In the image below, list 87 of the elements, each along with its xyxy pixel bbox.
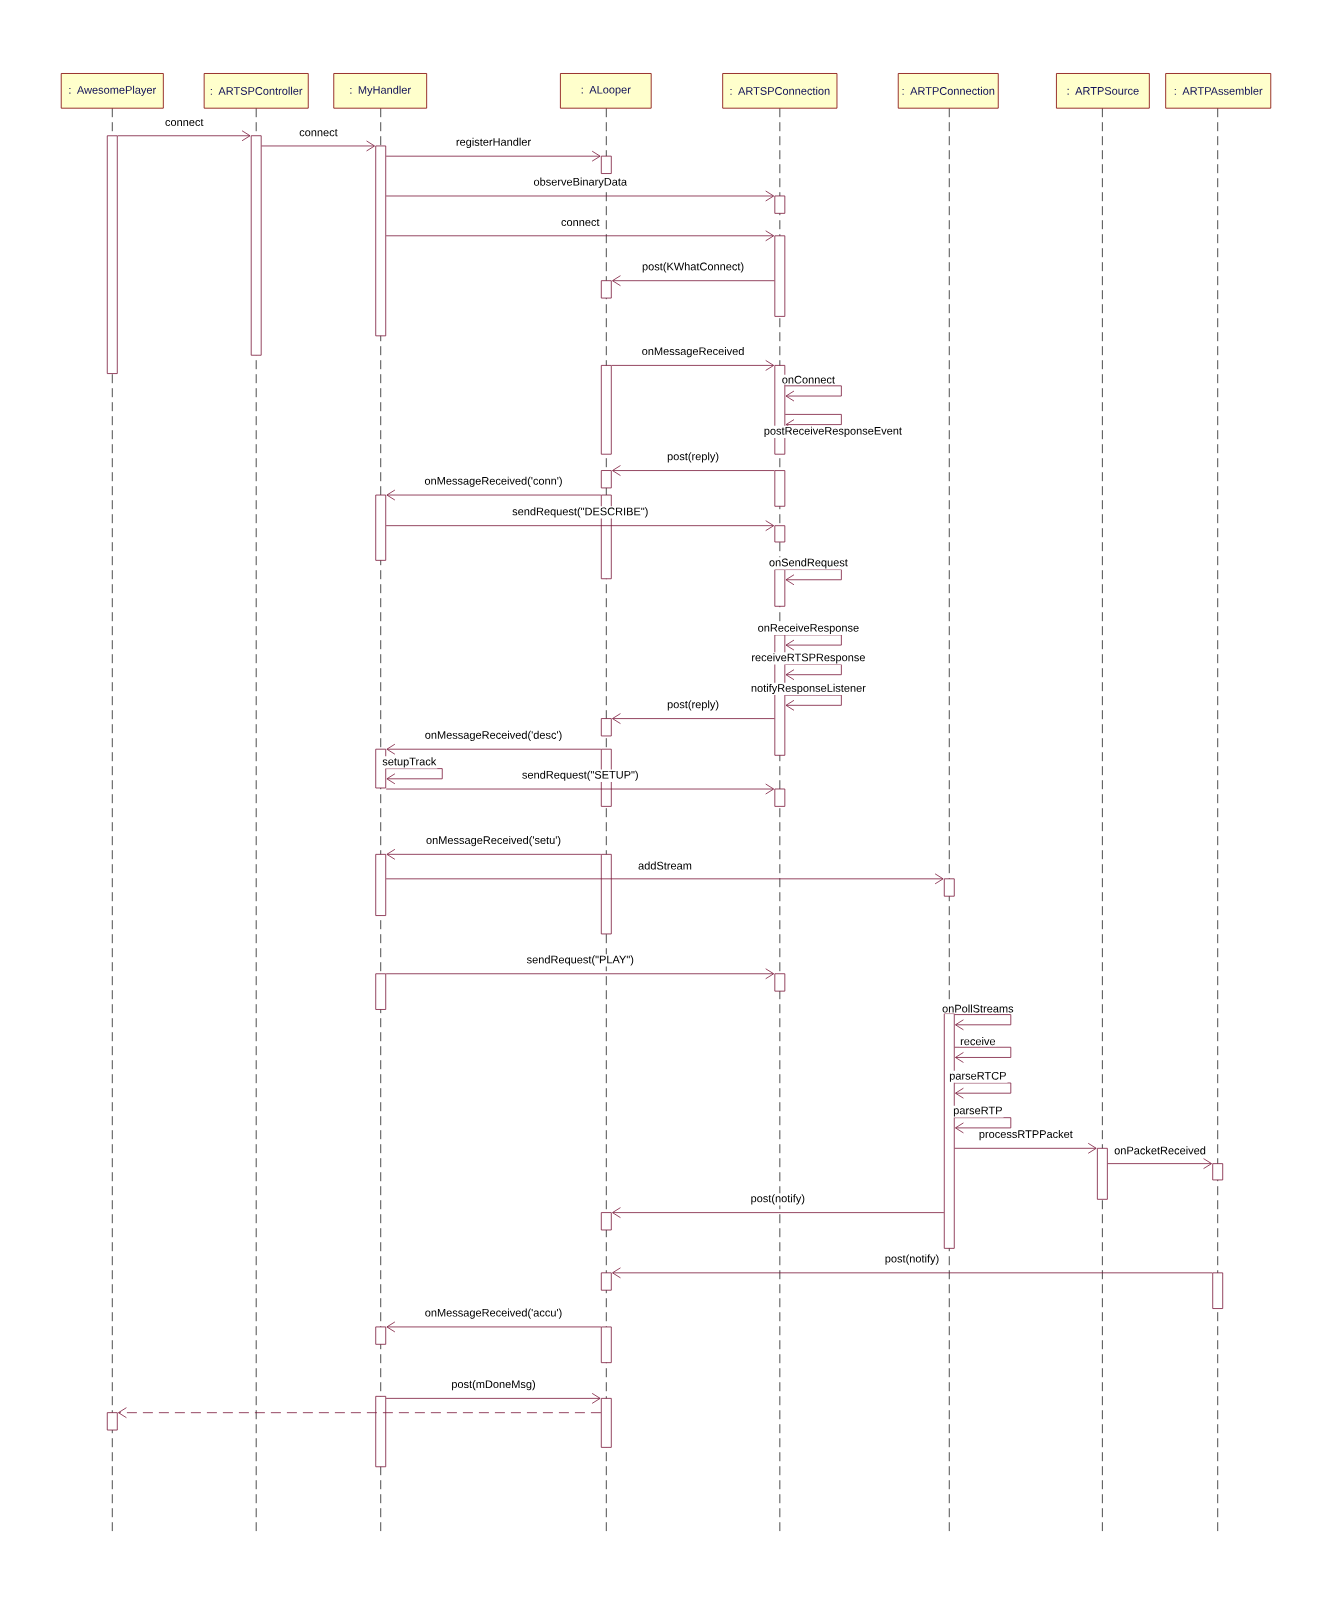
self-call-arrow (954, 1117, 1012, 1134)
activation-bar (600, 853, 612, 935)
activation-bar (600, 155, 612, 174)
activation-bar (375, 145, 387, 337)
message-label: post(reply) (666, 451, 721, 464)
message-label: post(reply) (666, 699, 721, 712)
message-label: onMessageReceived (640, 346, 746, 359)
message-arrow (386, 743, 602, 755)
message-arrow (612, 1267, 1213, 1279)
activation-bar (1212, 1163, 1224, 1181)
message-arrow (385, 150, 601, 162)
message-arrow (117, 130, 251, 142)
activation-bar (375, 494, 387, 561)
message-label: onPollStreams (941, 1003, 1015, 1014)
activation-bar (106, 135, 118, 374)
message-arrow (612, 713, 775, 724)
message-label: post(notify) (749, 1193, 806, 1206)
activation-bar (600, 1212, 612, 1231)
message-arrow (385, 230, 775, 242)
message-label: connect (560, 217, 601, 228)
message-arrow (385, 873, 944, 885)
self-call-arrow (784, 385, 842, 402)
self-call-arrow (784, 694, 842, 711)
message-arrow (611, 360, 775, 371)
activation-bar (600, 280, 612, 299)
message-label: receive (959, 1036, 997, 1047)
activation-bar (774, 569, 786, 607)
object-box: : ARTPAssembler (1165, 73, 1272, 109)
self-call-arrow (954, 1046, 1012, 1063)
message-label: sendRequest("PLAY") (525, 954, 635, 967)
message-arrow (385, 783, 775, 795)
activation-bar (375, 1395, 387, 1468)
activation-bar (375, 973, 387, 1010)
message-arrow (385, 520, 775, 532)
self-call-arrow (954, 1082, 1012, 1099)
activation-bar (600, 470, 612, 489)
message-label: receiveRTSPResponse (750, 652, 867, 665)
activation-bar (1096, 1147, 1108, 1200)
object-box: : MyHandler (333, 73, 428, 109)
activation-bar (106, 1412, 118, 1431)
return-arrow (118, 1407, 602, 1419)
message-arrow (612, 465, 775, 476)
object-box: : ARTPConnection (897, 73, 999, 109)
activation-bar (600, 1326, 612, 1364)
object-box: : AwesomePlayer (60, 73, 164, 109)
activation-bar (250, 135, 262, 356)
activation-bar (774, 525, 786, 543)
message-arrow (385, 968, 775, 980)
self-call-arrow (954, 1014, 1012, 1031)
message-arrow (261, 140, 375, 152)
message-label: setupTrack (381, 756, 438, 769)
activation-bar (600, 365, 612, 455)
object-box: : ALooper (560, 73, 652, 109)
activation-bar (774, 973, 786, 992)
activation-bar (375, 1326, 387, 1345)
message-label: connect (298, 128, 339, 138)
self-call-arrow (784, 634, 842, 651)
message-arrow (1107, 1158, 1212, 1169)
message-label: post(KWhatConnect) (641, 261, 746, 274)
object-box: : ARTSPConnection (722, 73, 838, 109)
message-label: post(notify) (883, 1253, 941, 1266)
activation-bar (774, 788, 786, 807)
activation-bar (774, 195, 786, 214)
message-arrow (385, 1393, 601, 1404)
message-arrow (954, 1142, 1097, 1154)
message-label: addStream (637, 860, 693, 871)
activation-bar (774, 235, 786, 317)
message-arrow (386, 1321, 602, 1333)
activation-bar (600, 718, 612, 737)
message-arrow (386, 848, 602, 860)
message-arrow (612, 1207, 945, 1218)
activation-bar (774, 470, 786, 507)
message-label: sendRequest("DESCRIBE") (511, 506, 650, 519)
message-label: connect (164, 117, 205, 128)
message-arrow (385, 190, 775, 202)
self-call-arrow (784, 664, 842, 681)
message-arrow (386, 489, 602, 501)
object-box: : ARTPSource (1056, 73, 1150, 109)
message-label: onConnect (780, 374, 836, 385)
activation-bar (375, 853, 387, 916)
object-box: : ARTSPController (203, 73, 309, 109)
activation-bar (943, 878, 955, 897)
activation-bar (600, 1398, 612, 1448)
activation-bar (600, 1272, 612, 1291)
message-arrow (612, 275, 775, 287)
message-label: onPacketReceived (1113, 1145, 1207, 1156)
activation-bar (1212, 1272, 1224, 1309)
